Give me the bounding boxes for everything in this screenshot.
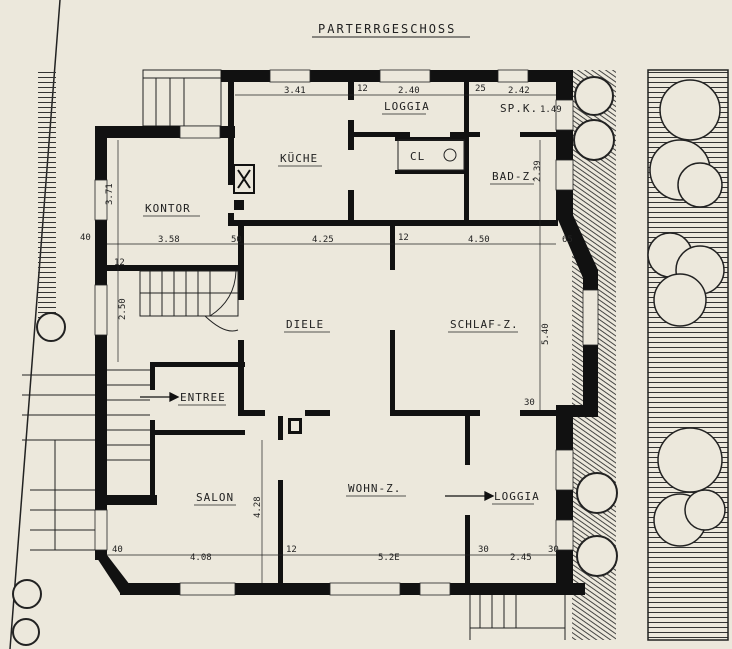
dim-65: 65	[562, 235, 573, 245]
dim-245: 2.45	[510, 553, 532, 563]
interior-staircase	[139, 270, 239, 332]
room-label-entree: ENTREE	[180, 391, 226, 404]
dim-408: 4.08	[190, 553, 212, 563]
room-label-salon: SALON	[196, 491, 234, 504]
dim-12c: 12	[114, 258, 125, 268]
dim-250: 2.50	[118, 298, 128, 320]
dim-540: 5.40	[541, 323, 551, 345]
room-labels: KÜCHE LOGGIA SP.K. CL BAD-Z. KONTOR DIEL…	[145, 100, 540, 504]
dim-12b: 12	[398, 233, 409, 243]
dim-341: 3.41	[284, 86, 306, 96]
dim-40b: 40	[112, 545, 123, 555]
kitchen-stove	[233, 164, 255, 194]
dim-30c: 30	[548, 545, 559, 555]
dim-240: 2.40	[398, 86, 420, 96]
dim-149: 1.49	[540, 105, 562, 115]
room-label-speisekammer: SP.K.	[500, 102, 538, 115]
dim-425: 4.25	[312, 235, 334, 245]
dim-239: 2.39	[533, 160, 543, 182]
room-label-kueche: KÜCHE	[280, 152, 318, 165]
room-label-diele: DIELE	[286, 318, 324, 331]
dim-12d: 12	[286, 545, 297, 555]
dim-371: 3.71	[105, 183, 115, 205]
door-openings	[150, 100, 520, 515]
dim-358: 3.58	[158, 235, 180, 245]
windows	[94, 69, 599, 596]
dim-30a: 30	[524, 398, 535, 408]
garden-strip	[647, 69, 729, 641]
dim-25: 25	[475, 84, 486, 94]
dim-12a: 12	[357, 84, 368, 94]
room-label-bad: BAD-Z.	[492, 170, 538, 183]
room-label-loggia-top: LOGGIA	[384, 100, 430, 113]
label-underlines	[143, 113, 534, 506]
dim-242: 2.42	[508, 86, 530, 96]
dimension-lines	[107, 94, 556, 583]
plan-title: PARTERRGESCHOSS	[318, 22, 456, 36]
dim-526: 5.2E	[378, 553, 400, 563]
dimension-texts: 3.41 12 2.40 25 2.42 1.49 3.71 2.39 40 3…	[80, 84, 573, 563]
dim-428: 4.28	[253, 496, 263, 518]
room-label-schlaf: SCHLAF-Z.	[450, 318, 519, 331]
room-label-kontor: KONTOR	[145, 202, 191, 215]
dim-30b: 30	[478, 545, 489, 555]
wc-fixture	[397, 139, 465, 171]
street-edge	[9, 0, 61, 649]
dim-450: 4.50	[468, 235, 490, 245]
entrance-arrows	[140, 391, 495, 502]
room-label-closet: CL	[410, 150, 425, 163]
dim-50: 50	[231, 235, 242, 245]
dim-40a: 40	[80, 233, 91, 243]
room-label-wohn: WOHN-Z.	[348, 482, 401, 495]
room-label-loggia-bottom: LOGGIA	[494, 490, 540, 503]
